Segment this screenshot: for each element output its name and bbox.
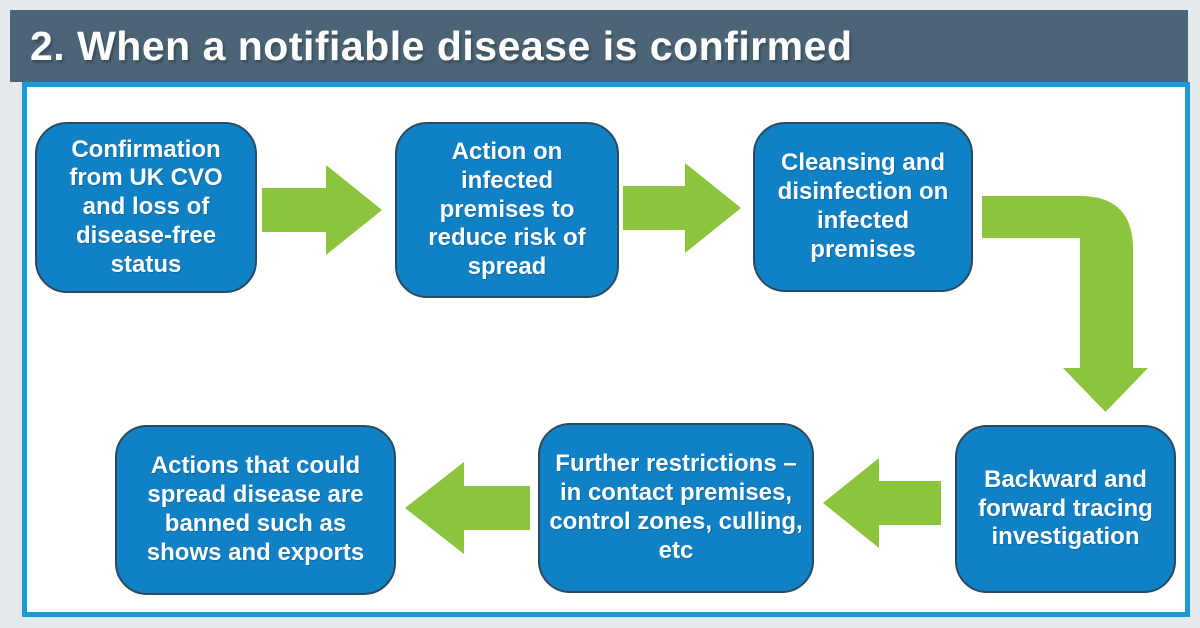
page-title: 2. When a notifiable disease is confirme… (30, 22, 853, 69)
flow-step-6-box: Actions that could spread disease are ba… (115, 425, 396, 595)
elbow-down-arrow-icon (982, 196, 1148, 412)
flow-step-4-label: Backward and forward tracing investigati… (978, 465, 1153, 551)
flow-step-1-box: Confirmation from UK CVO and loss of dis… (35, 122, 257, 293)
flow-step-6-label: Actions that could spread disease are ba… (146, 452, 365, 566)
flow-step-5-label: Further restrictions – in contact premis… (549, 450, 803, 564)
arrow-step2-to-step3 (623, 163, 741, 253)
flow-step-1-label: Confirmation from UK CVO and loss of dis… (69, 135, 223, 278)
arrow-step5-to-step6 (405, 462, 530, 554)
flow-step-2-label: Action on infected premises to reduce ri… (428, 138, 586, 281)
arrow-step1-to-step2 (262, 165, 382, 255)
flow-step-5-box: Further restrictions – in contact premis… (538, 423, 814, 593)
flow-step-3-label: Cleansing and disinfection on infected p… (777, 149, 949, 263)
right-arrow-icon (262, 165, 382, 255)
header-bar: 2. When a notifiable disease is confirme… (10, 10, 1188, 82)
left-arrow-icon (823, 458, 941, 548)
flow-step-4-box: Backward and forward tracing investigati… (955, 425, 1176, 593)
arrow-step4-to-step5 (823, 458, 941, 548)
left-arrow-icon (405, 462, 530, 554)
flow-step-2-box: Action on infected premises to reduce ri… (395, 122, 619, 298)
right-arrow-icon (623, 163, 741, 253)
flow-step-3-box: Cleansing and disinfection on infected p… (753, 122, 973, 292)
arrow-step3-to-step4 (982, 190, 1149, 413)
